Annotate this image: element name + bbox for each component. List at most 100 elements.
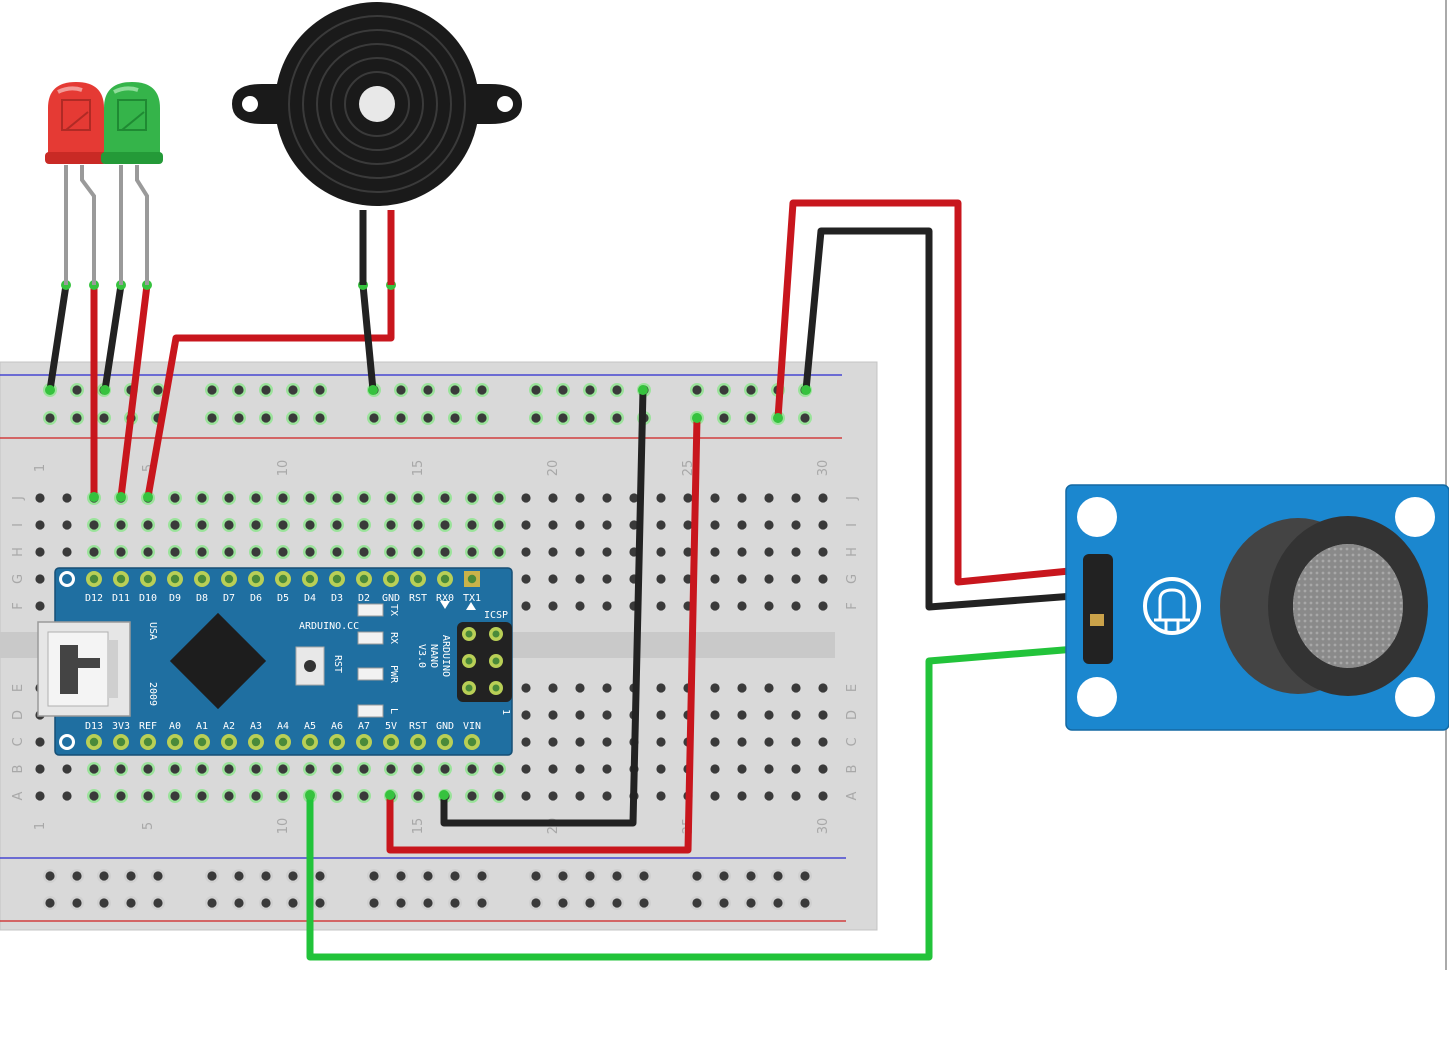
breadboard-hole (575, 547, 585, 557)
breadboard-hole (413, 764, 423, 774)
breadboard-hole (521, 737, 531, 747)
row-letter: H (845, 547, 860, 557)
breadboard-hole (143, 764, 153, 774)
rail-hole (477, 413, 487, 423)
breadboard-hole (737, 520, 747, 530)
breadboard-hole (467, 493, 477, 503)
nano-pin-hole (413, 737, 423, 747)
rail-hole (126, 898, 136, 908)
icsp-pin-hole (492, 657, 500, 665)
breadboard-hole (89, 791, 99, 801)
rail-hole (585, 385, 595, 395)
breadboard-hole (278, 791, 288, 801)
rail-hole (558, 871, 568, 881)
wire-buzzer-negative (359, 281, 377, 394)
column-number-bottom: 30 (816, 818, 831, 835)
nano-pin-hole (197, 737, 207, 747)
breadboard-hole (170, 791, 180, 801)
breadboard-hole (224, 547, 234, 557)
nano-pin-hole (467, 737, 477, 747)
rail-hole (207, 871, 217, 881)
breadboard-hole (791, 493, 801, 503)
breadboard-hole (521, 547, 531, 557)
breadboard-hole (440, 547, 450, 557)
nano-bottom-pin-label: RST (409, 721, 427, 732)
breadboard-hole (467, 764, 477, 774)
wire-end-dot (368, 385, 378, 395)
breadboard-hole (116, 547, 126, 557)
rail-hole (531, 385, 541, 395)
microcontroller-chip-icon (169, 612, 267, 710)
breadboard-hole (548, 791, 558, 801)
nano-model-label: ARDUINO (440, 635, 451, 677)
nano-bottom-pin-label: 3V3 (112, 721, 130, 732)
breadboard-hole (818, 574, 828, 584)
nano-bottom-pin-label: A0 (169, 721, 181, 732)
rail-hole (692, 385, 702, 395)
wire-led-green-anode (117, 281, 151, 501)
breadboard-hole (791, 574, 801, 584)
breadboard-hole (251, 520, 261, 530)
breadboard-hole (575, 520, 585, 530)
wire-end-dot (801, 385, 811, 395)
wire-sensor-signal (306, 643, 1104, 961)
breadboard-hole (764, 791, 774, 801)
breadboard-hole (332, 520, 342, 530)
rail-hole (531, 413, 541, 423)
nano-pin-hole (224, 574, 234, 584)
breadboard-hole (818, 547, 828, 557)
rail-hole (423, 871, 433, 881)
breadboard-hole (386, 547, 396, 557)
wire-end-dot (385, 790, 395, 800)
breadboard-hole (710, 737, 720, 747)
column-number-top: 15 (411, 460, 426, 477)
row-letter: E (11, 684, 26, 692)
breadboard-hole (170, 520, 180, 530)
breadboard-hole (548, 683, 558, 693)
breadboard-hole (575, 764, 585, 774)
breadboard-hole (656, 574, 666, 584)
wire-end-dot (439, 790, 449, 800)
icsp-pin-hole (465, 684, 473, 692)
breadboard-hole (35, 574, 45, 584)
nano-pin-hole (143, 574, 153, 584)
breadboard-hole (224, 520, 234, 530)
rail-hole (531, 871, 541, 881)
rail-hole (639, 898, 649, 908)
rail-hole (234, 413, 244, 423)
rail-hole (234, 871, 244, 881)
nano-pin-hole (224, 737, 234, 747)
rail-hole (396, 898, 406, 908)
breadboard-hole (602, 574, 612, 584)
breadboard-hole (791, 737, 801, 747)
column-number-bottom: 1 (33, 822, 48, 830)
breadboard-hole (305, 764, 315, 774)
rail-hole (423, 385, 433, 395)
breadboard-hole (710, 764, 720, 774)
rail-hole (369, 413, 379, 423)
breadboard-hole (251, 764, 261, 774)
breadboard-hole (791, 683, 801, 693)
wire-end-dot (45, 385, 55, 395)
breadboard-hole (467, 520, 477, 530)
breadboard-hole (116, 520, 126, 530)
rail-hole (72, 871, 82, 881)
breadboard-hole (197, 791, 207, 801)
rail-hole (153, 898, 163, 908)
breadboard-hole (737, 791, 747, 801)
rail-hole (800, 898, 810, 908)
breadboard-hole (548, 520, 558, 530)
nano-pin-hole (116, 737, 126, 747)
rail-hole (72, 413, 82, 423)
rail-hole (558, 385, 568, 395)
led-green-icon (101, 82, 163, 285)
rail-hole (315, 413, 325, 423)
nano-pin-hole (251, 737, 261, 747)
breadboard-hole (710, 710, 720, 720)
rail-hole (692, 871, 702, 881)
breadboard-hole (602, 601, 612, 611)
icsp-pin-hole (492, 630, 500, 638)
breadboard-hole (359, 764, 369, 774)
breadboard-hole (548, 574, 558, 584)
